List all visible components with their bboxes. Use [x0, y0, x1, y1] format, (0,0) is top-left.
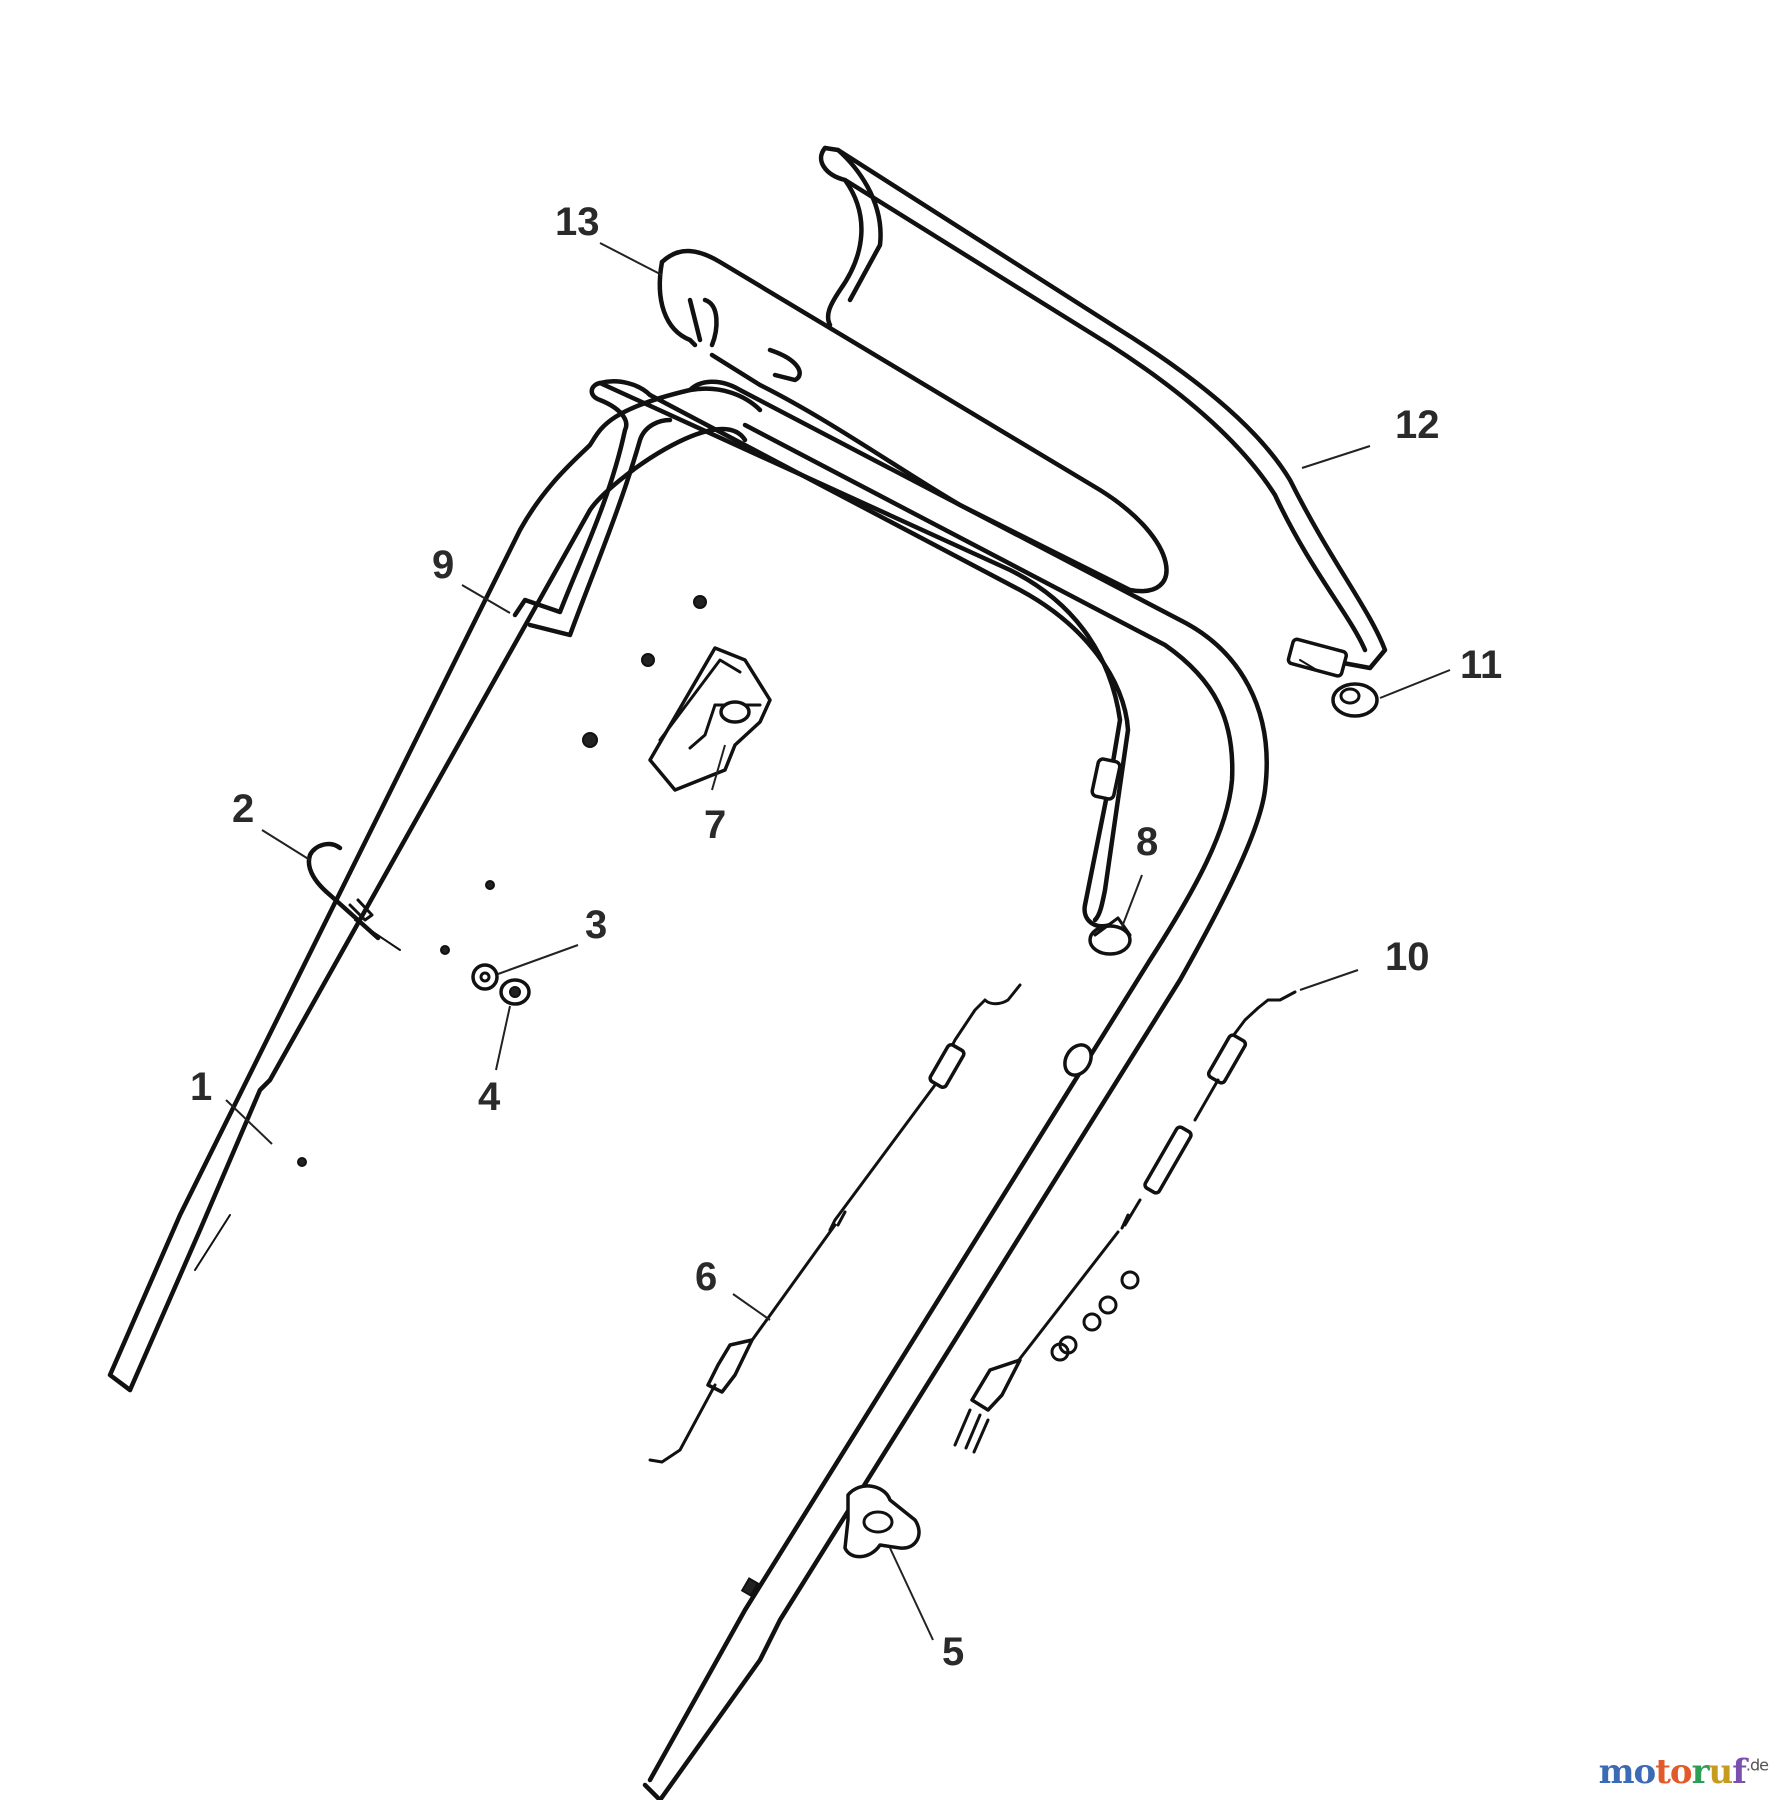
leader-lines: [225, 242, 1451, 1641]
watermark-part-3: r: [1691, 1752, 1710, 1792]
part-13-grip-bar[interactable]: [657, 248, 1169, 594]
watermark-part-5: f: [1732, 1752, 1747, 1792]
callout-9: 9: [432, 543, 454, 587]
callout-labels: 1 2 3 4 5 6 7 8 9 10 11 12 13: [190, 200, 1502, 1674]
callout-8: 8: [1136, 820, 1158, 864]
callout-10: 10: [1385, 935, 1430, 979]
callout-13: 13: [555, 200, 600, 244]
part-8-end-cap[interactable]: [1088, 916, 1132, 956]
part-3-washer[interactable]: [471, 963, 499, 991]
callout-11: 11: [1460, 643, 1502, 687]
callout-3: 3: [585, 903, 607, 947]
watermark-part-1: mo: [1598, 1752, 1657, 1792]
watermark-part-2: to: [1655, 1752, 1692, 1792]
part-12-operator-bail[interactable]: [818, 145, 1388, 678]
part-5-cable-clip[interactable]: [843, 1484, 921, 1559]
part-10-drive-cable[interactable]: [953, 990, 1297, 1454]
watermark-suffix: .de: [1745, 1755, 1769, 1775]
callout-4: 4: [478, 1075, 501, 1119]
callout-7: 7: [704, 803, 726, 847]
part-6-control-cable[interactable]: [648, 983, 1022, 1464]
motoruf-watermark: motoruf.de: [1598, 1752, 1769, 1792]
callout-12: 12: [1395, 403, 1440, 447]
part-1-handle-tube[interactable]: [107, 379, 1269, 1800]
part-4-nut[interactable]: [499, 978, 531, 1006]
callout-6: 6: [695, 1255, 717, 1299]
callout-1: 1: [190, 1065, 212, 1109]
part-11-end-cap[interactable]: [1331, 682, 1379, 718]
callout-5: 5: [942, 1630, 964, 1674]
callout-2: 2: [232, 787, 254, 831]
part-7-cable-bracket[interactable]: [648, 646, 772, 792]
watermark-part-4: u: [1708, 1752, 1734, 1792]
part-9-lower-bail-wire[interactable]: [512, 379, 1131, 929]
part-2-hook-bolt[interactable]: [306, 841, 401, 951]
